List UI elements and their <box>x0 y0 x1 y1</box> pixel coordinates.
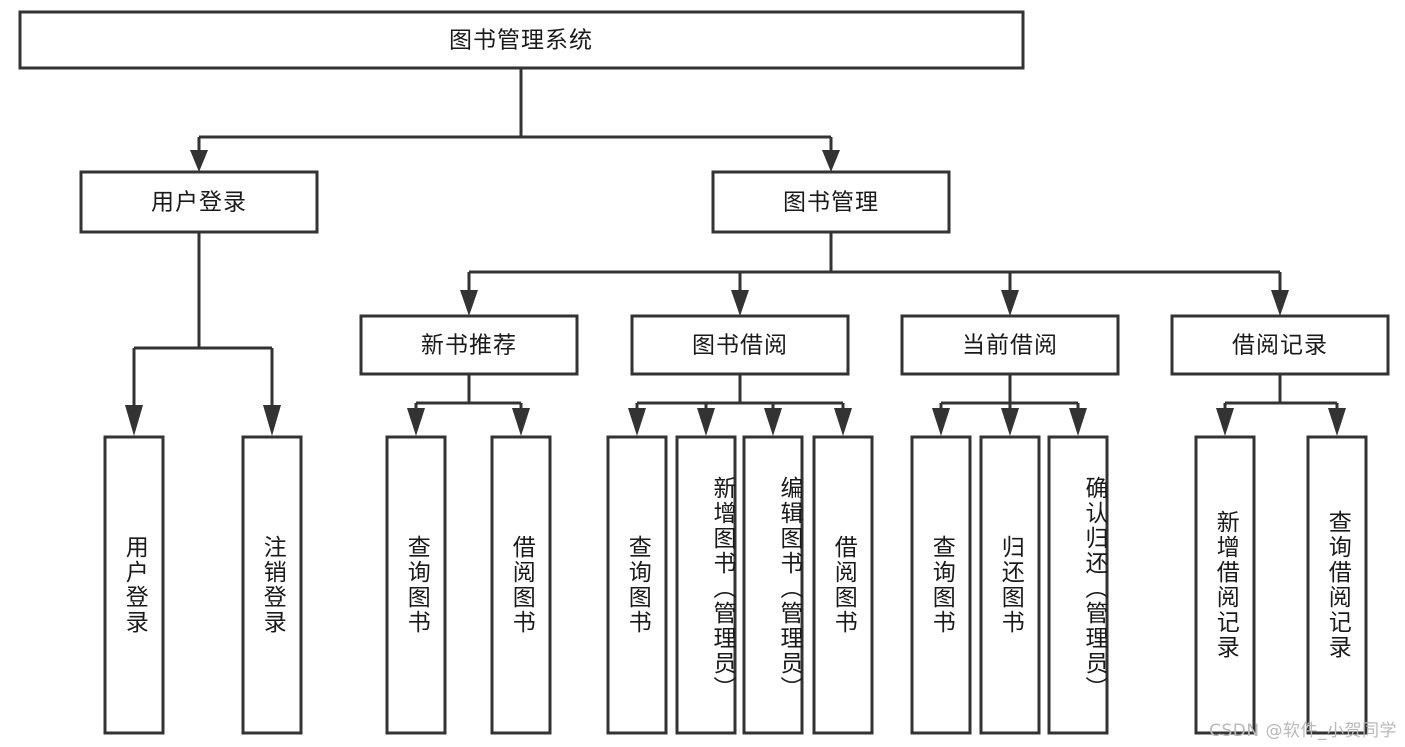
csdn-watermark: CSDN @软件_小贺同学 <box>1209 721 1397 741</box>
node-borrow-record-label: 借阅记录 <box>1232 333 1328 359</box>
arrow-head-borrow-record <box>1271 290 1289 316</box>
node-root[interactable]: 图书管理系统 <box>18 10 1025 70</box>
node-new-book-rec[interactable]: 新书推荐 <box>359 314 579 376</box>
node-root-box[interactable] <box>18 10 1025 70</box>
arrow-head-leaf-add-book <box>697 408 715 436</box>
leaf-box-query-book-1[interactable] <box>385 435 447 735</box>
node-new-book-rec-box[interactable] <box>359 314 579 376</box>
node-book-borrow-label: 图书借阅 <box>692 333 788 359</box>
leaf-box-query-book-2[interactable] <box>606 435 668 735</box>
node-user-login-box[interactable] <box>79 170 319 234</box>
node-book-manage-label: 图书管理 <box>783 190 879 216</box>
node-borrow-record-box[interactable] <box>1170 314 1390 376</box>
node-user-login-label: 用户登录 <box>151 190 247 216</box>
leaf-box-group <box>103 435 1368 735</box>
leaf-box-query-book-3[interactable] <box>910 435 972 735</box>
leaf-box-query-record[interactable] <box>1306 435 1368 735</box>
arrow-head-user-login <box>190 150 208 172</box>
node-book-borrow-box[interactable] <box>630 314 850 376</box>
arrow-head-leaf-user-login <box>125 405 143 436</box>
node-current-borrow-label: 当前借阅 <box>962 333 1058 359</box>
arrow-head-book-borrow <box>731 290 749 316</box>
arrow-head-new-book-rec <box>460 290 478 316</box>
leaf-box-add-record[interactable] <box>1194 435 1256 735</box>
node-current-borrow-box[interactable] <box>900 314 1120 376</box>
arrow-head-leaf-query-book-1 <box>407 408 425 436</box>
leaf-box-user-login[interactable] <box>103 435 165 735</box>
arrow-head-current-borrow <box>1001 290 1019 316</box>
leaf-box-logout-login[interactable] <box>241 435 303 735</box>
node-new-book-rec-label: 新书推荐 <box>421 333 517 359</box>
node-book-manage[interactable]: 图书管理 <box>711 170 951 234</box>
arrow-head-leaf-confirm-return <box>1069 408 1087 436</box>
node-book-manage-box[interactable] <box>711 170 951 234</box>
connector-group <box>125 68 1346 436</box>
leaf-box-edit-book[interactable] <box>742 435 804 735</box>
node-user-login[interactable]: 用户登录 <box>79 170 319 234</box>
arrow-head-leaf-logout-login <box>263 405 281 436</box>
node-root-label: 图书管理系统 <box>449 28 593 54</box>
arrow-head-leaf-edit-book <box>764 408 782 436</box>
arrow-head-leaf-borrow-book-1 <box>512 408 530 436</box>
leaf-box-borrow-book-1[interactable] <box>490 435 552 735</box>
arrow-head-leaf-return-book <box>1001 408 1019 436</box>
arrow-head-leaf-query-record <box>1328 408 1346 436</box>
leaf-box-return-book[interactable] <box>979 435 1041 735</box>
leaf-box-add-book[interactable] <box>675 435 737 735</box>
node-book-borrow[interactable]: 图书借阅 <box>630 314 850 376</box>
arrow-head-leaf-add-record <box>1216 408 1234 436</box>
node-current-borrow[interactable]: 当前借阅 <box>900 314 1120 376</box>
arrow-head-leaf-query-book-3 <box>932 408 950 436</box>
arrow-head-book-manage <box>822 150 840 172</box>
leaf-box-borrow-book-2[interactable] <box>812 435 874 735</box>
arrow-head-leaf-query-book-2 <box>628 408 646 436</box>
node-borrow-record[interactable]: 借阅记录 <box>1170 314 1390 376</box>
arrow-head-leaf-borrow-book-2 <box>834 408 852 436</box>
leaf-box-confirm-return[interactable] <box>1047 435 1109 735</box>
